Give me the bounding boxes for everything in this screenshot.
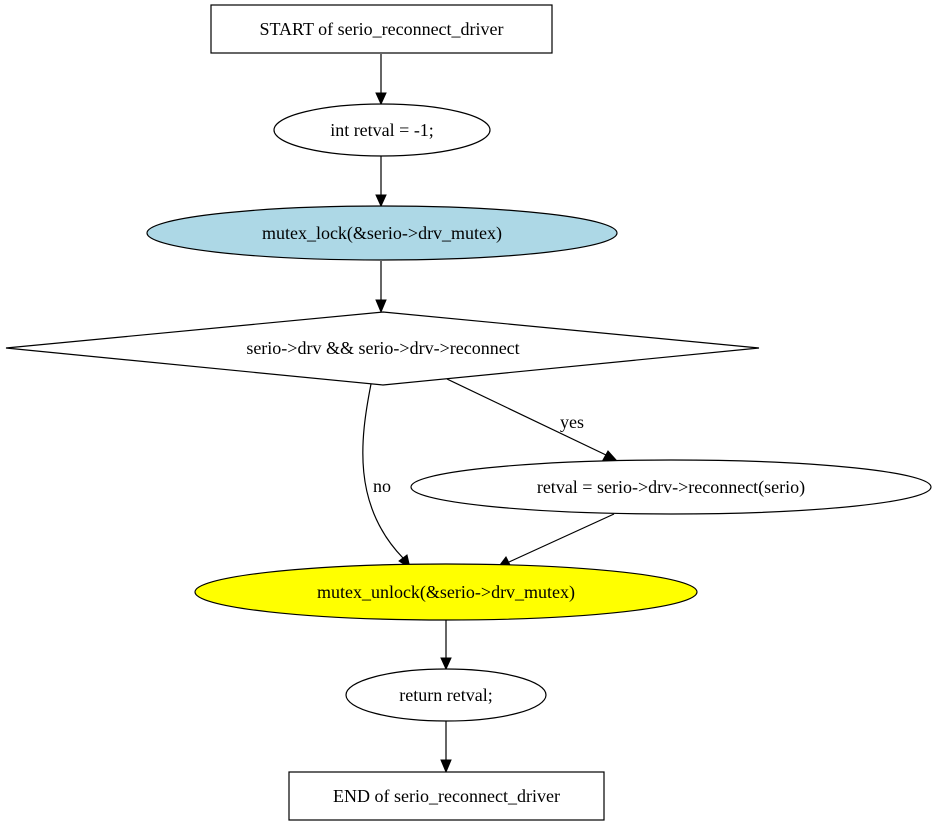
edge-cond-to-unlock-no: no: [362, 383, 411, 570]
node-init: int retval = -1;: [273, 103, 491, 157]
edge-call-to-unlock: [495, 513, 615, 570]
edge-label-yes: yes: [560, 412, 584, 432]
lock-ellipse: [146, 205, 618, 261]
node-ret: return retval;: [345, 668, 547, 722]
edge-label-no: no: [373, 476, 391, 496]
end-box: [288, 771, 605, 821]
node-lock: mutex_lock(&serio->drv_mutex): [146, 205, 618, 261]
call-label: retval = serio->drv->reconnect(serio): [537, 477, 805, 498]
start-box: [210, 4, 553, 54]
edge-start-to-init: [375, 54, 387, 106]
edge-ret-to-end: [440, 721, 452, 774]
unlock-label: mutex_unlock(&serio->drv_mutex): [317, 582, 575, 603]
edge-cond-to-call-yes: yes: [446, 378, 619, 462]
cond-diamond: [5, 311, 760, 386]
ret-label: return retval;: [399, 685, 492, 705]
edge-lock-to-cond: [375, 261, 387, 314]
lock-label: mutex_lock(&serio->drv_mutex): [262, 223, 502, 244]
call-ellipse: [410, 459, 932, 515]
cond-label: serio->drv && serio->drv->reconnect: [246, 338, 519, 358]
edge-init-to-lock: [375, 156, 387, 208]
unlock-ellipse: [194, 563, 698, 621]
node-start: START of serio_reconnect_driver: [210, 4, 553, 54]
init-ellipse: [273, 103, 491, 157]
start-label: START of serio_reconnect_driver: [259, 19, 503, 39]
end-label: END of serio_reconnect_driver: [333, 786, 560, 806]
node-call: retval = serio->drv->reconnect(serio): [410, 459, 932, 515]
ret-ellipse: [345, 668, 547, 722]
node-unlock: mutex_unlock(&serio->drv_mutex): [194, 563, 698, 621]
init-label: int retval = -1;: [330, 120, 434, 140]
node-end: END of serio_reconnect_driver: [288, 771, 605, 821]
edge-unlock-to-ret: [440, 620, 452, 671]
node-cond: serio->drv && serio->drv->reconnect: [5, 311, 760, 386]
